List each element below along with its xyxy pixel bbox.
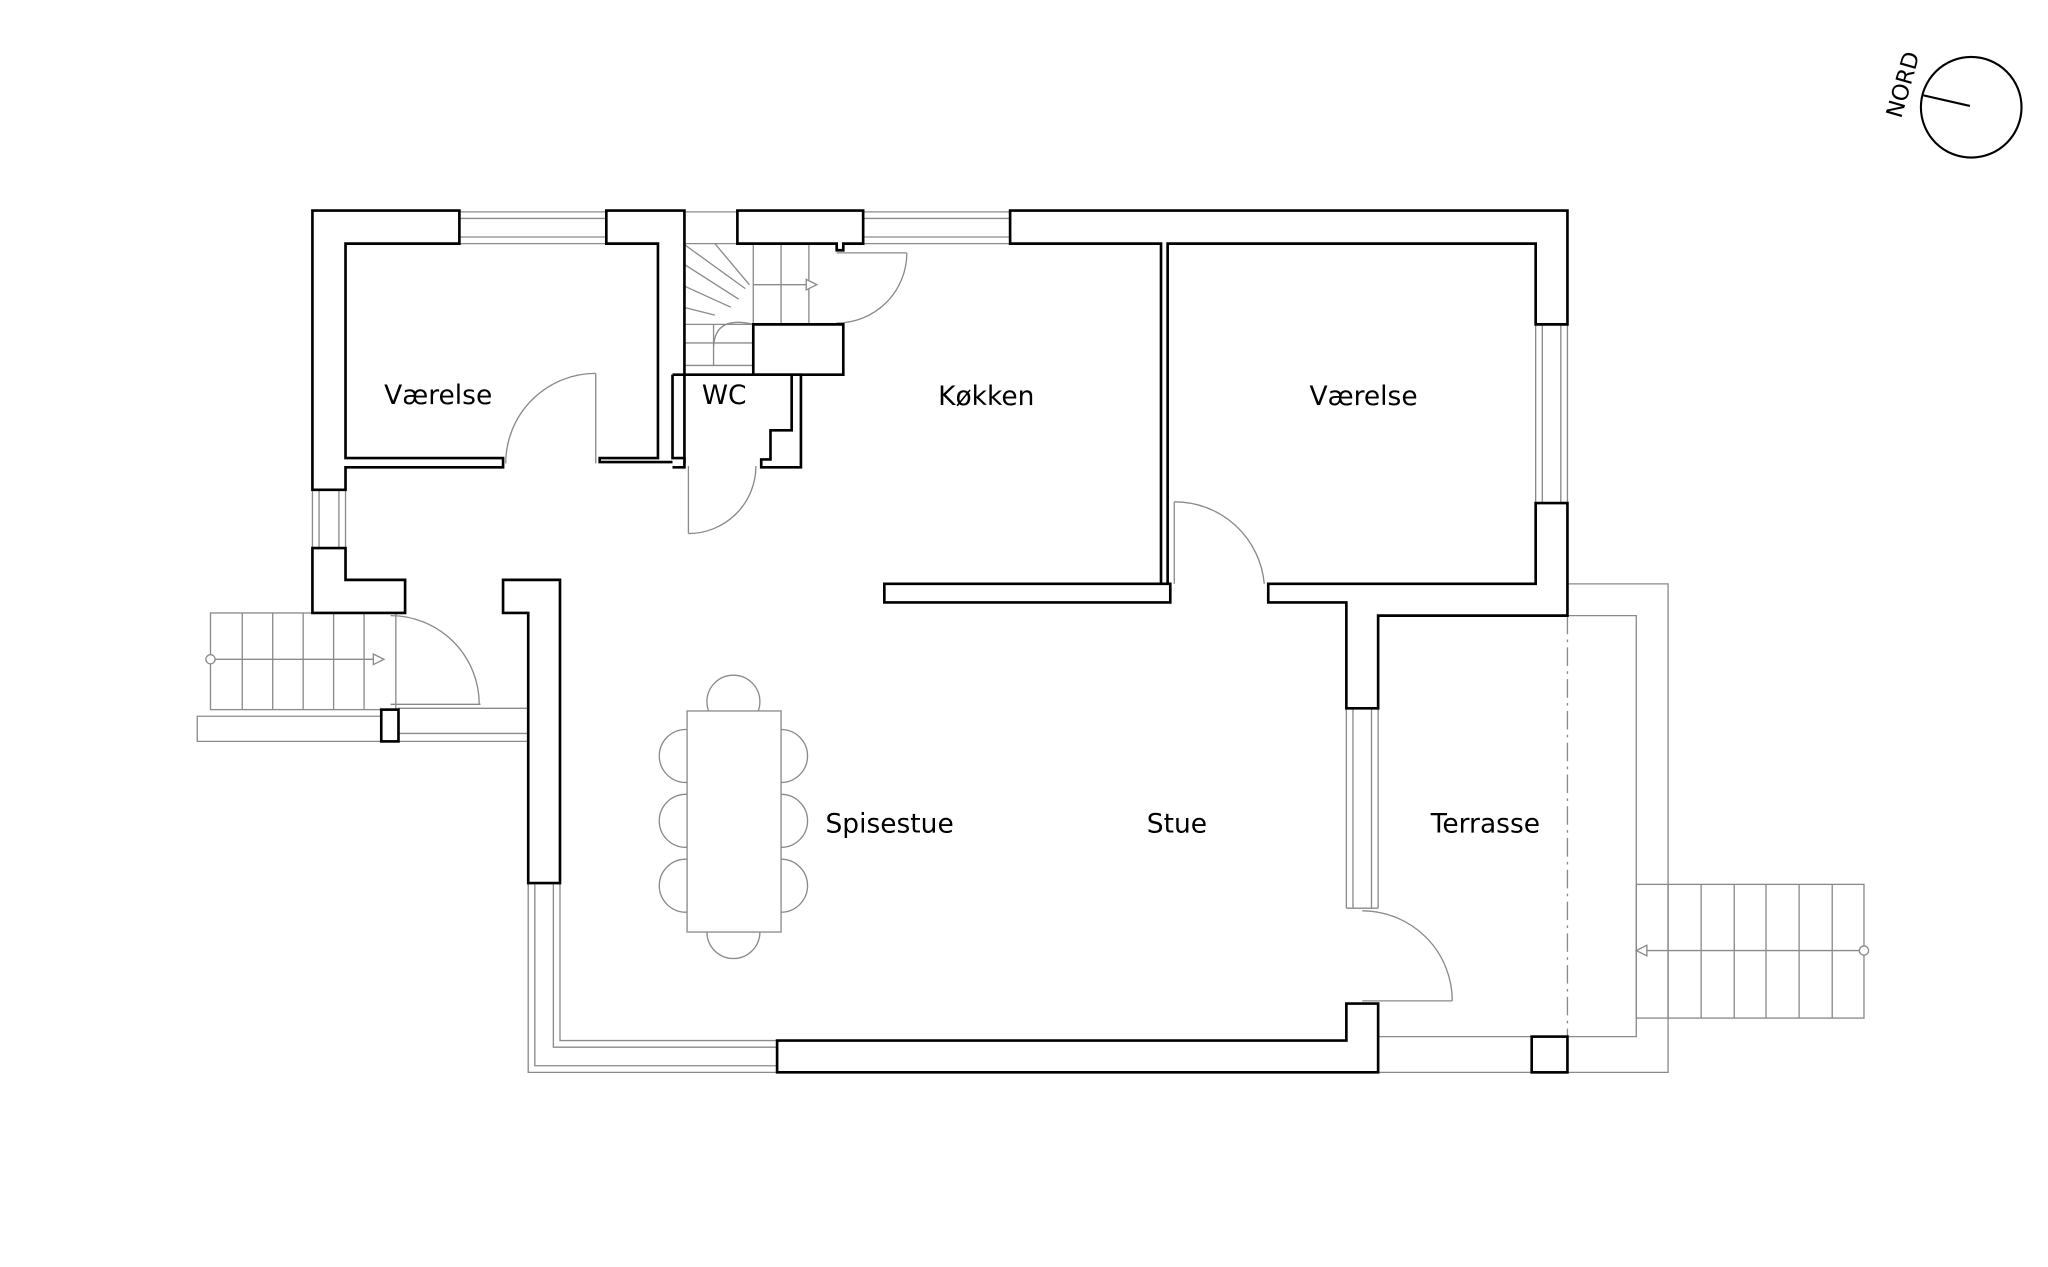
door-swings (390, 252, 1453, 1002)
compass-label: NORD (1882, 49, 1926, 121)
thin-linework (196, 211, 1669, 1074)
room-label-kokken: Køkken (938, 381, 1034, 412)
room-label-vaerelse-west: Værelse (384, 380, 492, 411)
compass-circle (1919, 55, 2023, 159)
terrace-steps-east (1634, 883, 1870, 1019)
entrance-steps-west (205, 612, 397, 711)
walls (311, 209, 1569, 1074)
room-label-terrasse: Terrasse (1430, 809, 1540, 840)
table-top (686, 710, 782, 933)
room-label-spisestue: Spisestue (825, 809, 953, 840)
room-label-wc: WC (702, 380, 747, 411)
room-labels: Værelse WC Køkken Værelse Spisestue Stue… (384, 380, 1540, 840)
room-label-stue: Stue (1147, 809, 1207, 840)
dining-table (658, 674, 809, 960)
compass-needle (1923, 94, 1971, 107)
room-label-vaerelse-east: Værelse (1310, 381, 1418, 412)
north-compass: NORD (1882, 49, 2023, 159)
